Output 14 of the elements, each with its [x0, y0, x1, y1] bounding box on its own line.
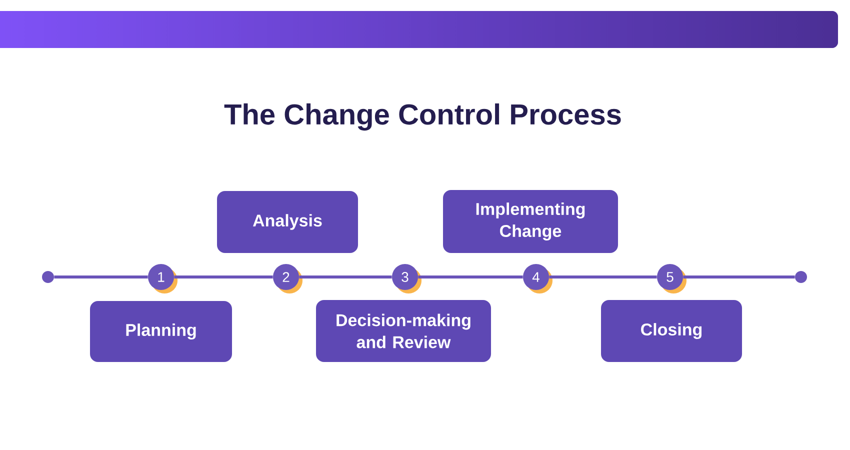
timeline-line [549, 276, 657, 278]
step-box: Implementing Change [443, 190, 618, 253]
step-box: Analysis [217, 191, 358, 253]
end-dot [42, 271, 54, 283]
step-box: Decision-making and Review [316, 300, 491, 362]
timeline-line [54, 276, 148, 278]
end-dot [795, 271, 807, 283]
title: The Change Control Process [224, 103, 621, 131]
timeline-line [418, 276, 523, 278]
timeline-line [683, 276, 795, 278]
timeline-line [299, 276, 392, 278]
step-box: Planning [90, 301, 232, 362]
step-box: Closing [601, 300, 742, 362]
timeline-line [174, 276, 273, 278]
